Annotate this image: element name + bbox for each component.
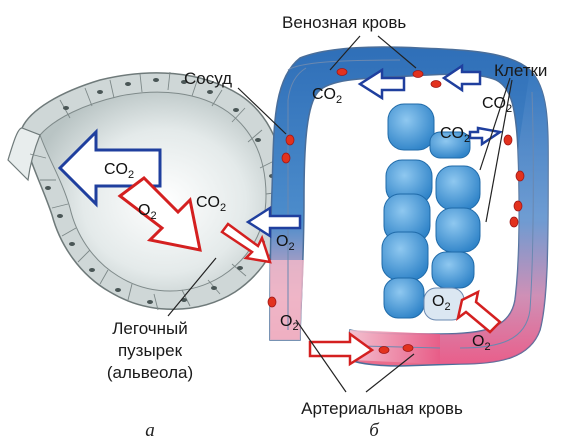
co2-label-right: CO	[482, 95, 506, 112]
o2-label-right: O	[472, 333, 484, 350]
label-alveolus-1: Легочный	[112, 319, 187, 338]
label-alveolus-3: (альвеола)	[107, 363, 193, 382]
co2-label-alveolus: CO	[196, 194, 220, 211]
co2-label-a: CO	[104, 161, 128, 178]
label-alveolus-2: пузырек	[118, 341, 183, 360]
co2-label-top: CO	[312, 86, 336, 103]
label-arterial-blood: Артериальная кровь	[301, 399, 463, 418]
co2-label-cell: CO	[440, 125, 464, 142]
label-venous-blood: Венозная кровь	[282, 13, 406, 32]
label-vessel: Сосуд	[184, 69, 232, 88]
o2-label-a: O	[138, 202, 150, 219]
o2-label-bottom-left: O	[280, 313, 292, 330]
svg-text:CO2: CO2	[312, 86, 342, 106]
label-cells: Клетки	[494, 61, 547, 80]
panel-label-b: б	[369, 420, 380, 441]
o2-label-cell: O	[432, 293, 444, 310]
panel-label-a: а	[145, 420, 155, 441]
o2-label-vessel: O	[276, 233, 288, 250]
